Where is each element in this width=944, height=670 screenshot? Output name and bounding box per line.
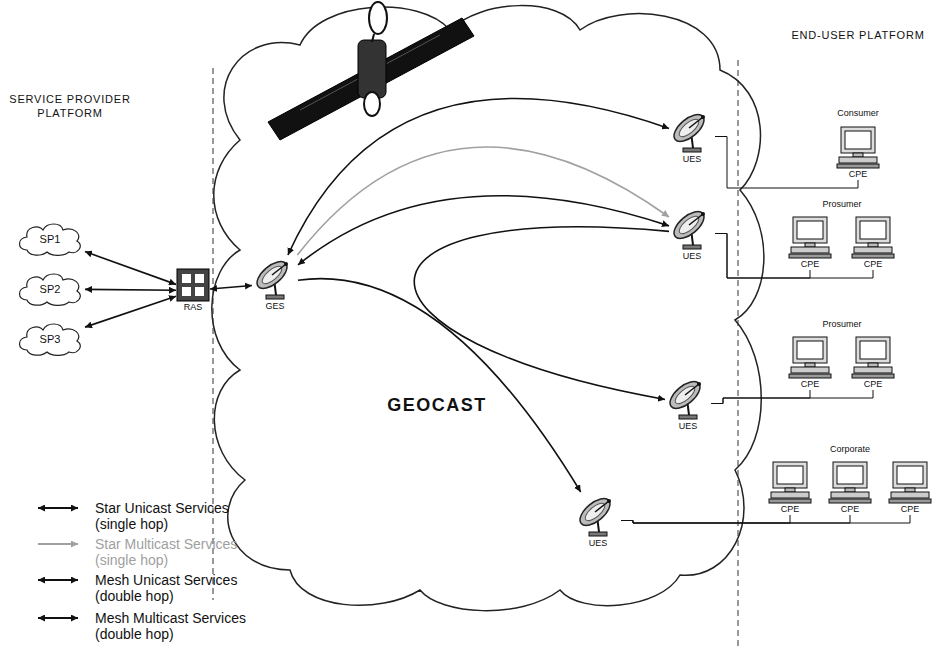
- legend-text: Star Multicast Services (single hop): [95, 536, 255, 568]
- satellite: [268, 2, 474, 140]
- group-label: Prosumer: [797, 198, 887, 210]
- network-cloud: [212, 6, 764, 611]
- computer-icon: [850, 215, 896, 259]
- node-label: CPE: [864, 379, 883, 390]
- service-provider-cloud: SP2: [15, 272, 85, 306]
- computer-icon: [787, 335, 833, 379]
- link-arrow: [85, 296, 176, 327]
- customer-equipment: CPE: [835, 125, 881, 180]
- legend-text: Star Unicast Services (single hop): [95, 500, 255, 532]
- node-label: UES: [683, 154, 702, 165]
- node-label: SP1: [40, 233, 61, 245]
- link-arrow: [85, 252, 176, 285]
- node-label: CPE: [801, 259, 820, 270]
- router-icon: [176, 268, 210, 302]
- platform-divider: [213, 68, 214, 600]
- group-label: Corporate: [805, 443, 895, 455]
- satellite-link: [298, 196, 669, 265]
- legend-sample: [38, 543, 78, 545]
- satellite-link: [298, 279, 581, 492]
- link-arrow: [210, 285, 252, 289]
- platform-heading: SERVICE PROVIDER PLATFORM: [0, 92, 140, 120]
- link-arrow: [85, 289, 176, 292]
- dish-icon: [252, 255, 298, 301]
- dish-icon: [665, 375, 711, 421]
- user-station: UES: [665, 375, 711, 432]
- customer-equipment: CPE: [787, 215, 833, 270]
- node-label: CPE: [781, 504, 800, 515]
- computer-icon: [835, 125, 881, 169]
- customer-equipment: CPE: [850, 215, 896, 270]
- gateway-station: GES: [252, 255, 298, 312]
- satellite-link: [414, 227, 669, 400]
- lan-wire: [621, 515, 850, 523]
- legend-sample: [38, 507, 78, 509]
- service-provider-cloud: SP1: [15, 222, 85, 256]
- lan-wire: [711, 390, 810, 404]
- customer-equipment: CPE: [827, 460, 873, 515]
- computer-icon: [827, 460, 873, 504]
- platform-heading: END-USER PLATFORM: [773, 28, 943, 42]
- node-label: UES: [589, 538, 608, 549]
- legend-text: Mesh Multicast Services (double hop): [95, 610, 255, 642]
- customer-equipment: CPE: [850, 335, 896, 390]
- lan-wire: [715, 137, 858, 189]
- computer-icon: [850, 335, 896, 379]
- platform-divider: [738, 60, 739, 650]
- satellite-link: [288, 98, 669, 255]
- user-station: UES: [575, 492, 621, 549]
- dish-icon: [669, 205, 715, 251]
- node-label: CPE: [901, 504, 920, 515]
- node-label: UES: [683, 251, 702, 262]
- node-label: CPE: [801, 379, 820, 390]
- customer-equipment: CPE: [767, 460, 813, 515]
- node-label: SP3: [40, 333, 61, 345]
- node-label: CPE: [864, 259, 883, 270]
- lan-wire: [711, 390, 873, 404]
- lan-wire: [621, 515, 790, 523]
- node-label: RAS: [184, 302, 203, 313]
- dish-icon: [575, 492, 621, 538]
- dish-icon: [669, 108, 715, 154]
- legend-sample: [38, 617, 78, 619]
- group-label: Prosumer: [797, 318, 887, 330]
- computer-icon: [887, 460, 933, 504]
- group-label: Consumer: [813, 107, 903, 119]
- legend-text: Mesh Unicast Services (double hop): [95, 572, 255, 604]
- satellite-link: [297, 147, 669, 255]
- access-router: RAS: [176, 268, 210, 313]
- node-label: UES: [679, 421, 698, 432]
- user-station: UES: [669, 205, 715, 262]
- user-station: UES: [669, 108, 715, 165]
- node-label: SP2: [40, 283, 61, 295]
- legend-sample: [38, 579, 78, 581]
- node-label: CPE: [841, 504, 860, 515]
- customer-equipment: CPE: [887, 460, 933, 515]
- customer-equipment: CPE: [787, 335, 833, 390]
- computer-icon: [767, 460, 813, 504]
- computer-icon: [787, 215, 833, 259]
- lan-wire: [621, 515, 910, 523]
- region-label: GEOCAST: [367, 395, 507, 416]
- node-label: GES: [265, 301, 284, 312]
- node-label: CPE: [849, 169, 868, 180]
- service-provider-cloud: SP3: [15, 322, 85, 356]
